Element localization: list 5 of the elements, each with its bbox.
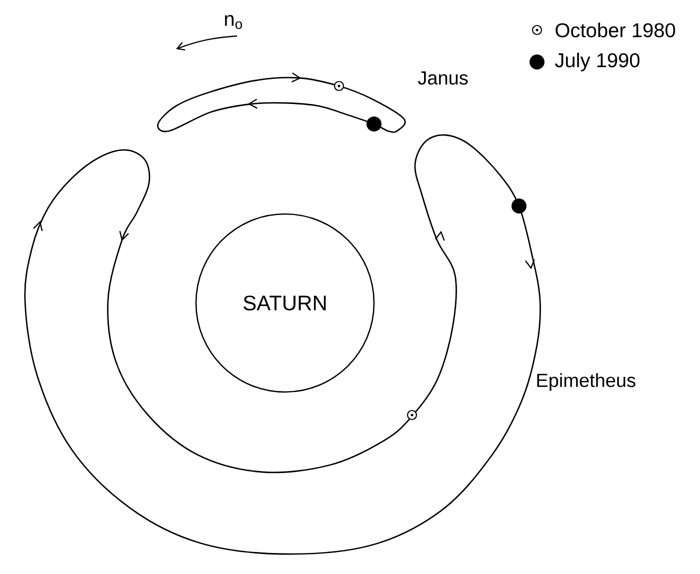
- legend-label: July 1990: [555, 52, 640, 72]
- moon-label: Epimetheus: [537, 373, 636, 391]
- moon-label: Janus: [418, 71, 468, 85]
- motion-label: n$_{o}$: [225, 15, 242, 30]
- legend-label: October 1980: [556, 22, 676, 38]
